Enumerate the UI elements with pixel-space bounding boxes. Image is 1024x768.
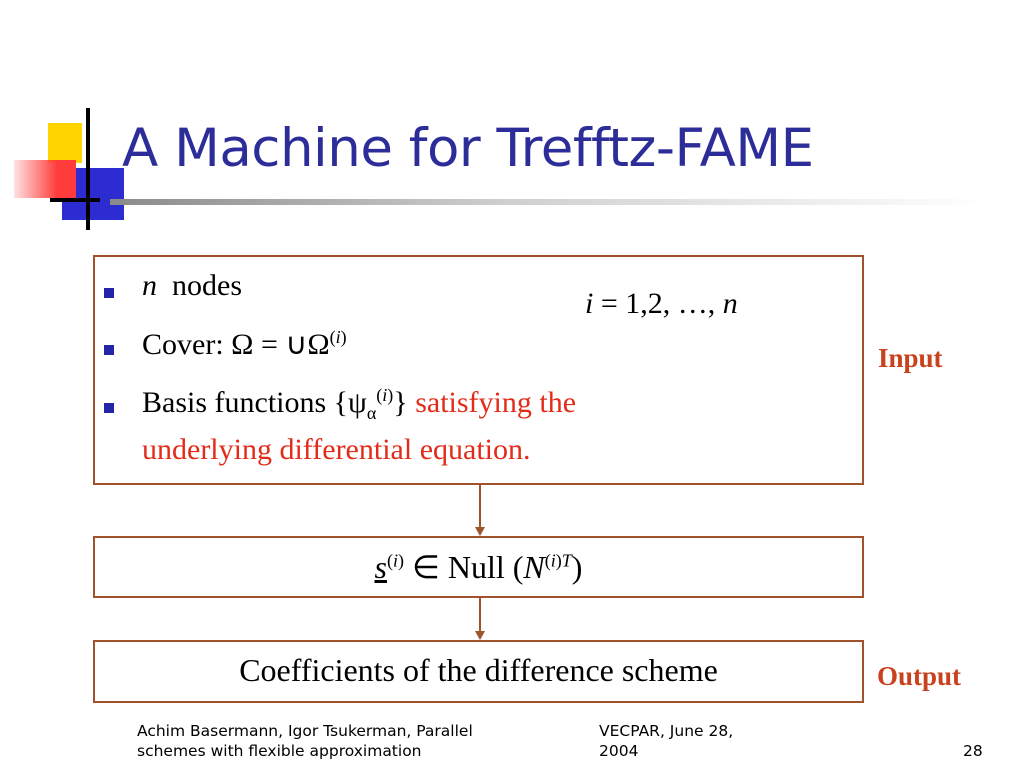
- input-label: Input: [878, 343, 943, 373]
- null-space-formula: s(i) ∈ Null (N(i)T): [95, 548, 862, 586]
- input-box: n nodes i = 1,2, …, n Cover: Ω = ∪Ω(i) B…: [93, 255, 864, 485]
- footer-conference: VECPAR, June 28, 2004: [599, 721, 733, 761]
- arrow-down-icon: [475, 631, 485, 640]
- null-space-box: s(i) ∈ Null (N(i)T): [93, 536, 864, 598]
- decor-red-square: [14, 160, 76, 198]
- cover-text: Cover: Ω = ∪Ω: [142, 328, 330, 361]
- bullet-cover: Cover: Ω = ∪Ω(i): [142, 327, 347, 362]
- var-s: s: [374, 549, 387, 585]
- var-n2: n: [722, 287, 738, 320]
- arrow-line: [479, 598, 481, 632]
- sup-var: i: [550, 550, 556, 571]
- sup-var: i: [335, 327, 341, 347]
- output-box: Coefficients of the difference scheme: [93, 640, 864, 703]
- arrow-down-icon: [475, 527, 485, 536]
- s-sup: (i): [387, 550, 404, 570]
- basis-sub: α: [366, 403, 377, 423]
- close-paren: ): [571, 549, 583, 585]
- bullet-icon: [104, 288, 114, 298]
- footer-conf-line1: VECPAR, June 28,: [599, 722, 734, 740]
- decor-yellow-square: [48, 123, 82, 163]
- arrow-line: [479, 485, 481, 528]
- bullet-basis: Basis functions {ψα(i)} satisfying the: [142, 385, 576, 424]
- cover-sup: (i): [330, 327, 347, 347]
- var-N: N: [523, 549, 545, 585]
- basis-close: }: [393, 386, 416, 419]
- sup-close: ): [340, 327, 347, 347]
- basis-sup: (i): [376, 385, 393, 405]
- sup-open: (: [329, 327, 336, 347]
- var-i: i: [585, 287, 594, 320]
- N-sup: (i)T: [545, 550, 572, 570]
- output-label: Output: [877, 661, 962, 691]
- index-eq: = 1,2, …,: [593, 287, 723, 320]
- title-underline: [110, 199, 990, 205]
- decor-vertical-line: [86, 108, 90, 230]
- footer-authors-line1: Achim Basermann, Igor Tsukerman, Paralle…: [137, 722, 473, 740]
- sup-close: ): [555, 550, 562, 571]
- index-range: i = 1,2, …, n: [585, 287, 738, 321]
- bullet-nodes: n nodes: [142, 269, 242, 303]
- nodes-text: nodes: [172, 269, 242, 302]
- sup-close: ): [398, 550, 404, 571]
- var-n: n: [142, 269, 157, 302]
- decor-horizontal-line: [50, 198, 100, 202]
- output-text: Coefficients of the difference scheme: [239, 652, 718, 688]
- basis-text: Basis functions {ψ: [142, 386, 367, 419]
- sup-open: (: [544, 550, 551, 571]
- basis-red-line2: underlying differential equation.: [142, 433, 531, 466]
- bullet-icon: [104, 345, 114, 355]
- sup-var: i: [392, 550, 398, 571]
- slide-number: 28: [963, 742, 983, 760]
- footer-authors: Achim Basermann, Igor Tsukerman, Paralle…: [137, 721, 473, 761]
- sup-T: T: [561, 550, 572, 571]
- footer-conf-line2: 2004: [599, 742, 639, 760]
- slide-title: A Machine for Trefftz-FAME: [122, 118, 814, 179]
- sup-open: (: [376, 385, 383, 405]
- sup-close: ): [387, 385, 394, 405]
- footer-authors-line2: schemes with flexible approximation: [137, 742, 422, 760]
- basis-red-line1: satisfying the: [415, 386, 577, 419]
- sup-var: i: [382, 385, 388, 405]
- sup-open: (: [386, 550, 393, 571]
- bullet-icon: [104, 403, 114, 413]
- in-null-text: ∈ Null (: [404, 549, 524, 585]
